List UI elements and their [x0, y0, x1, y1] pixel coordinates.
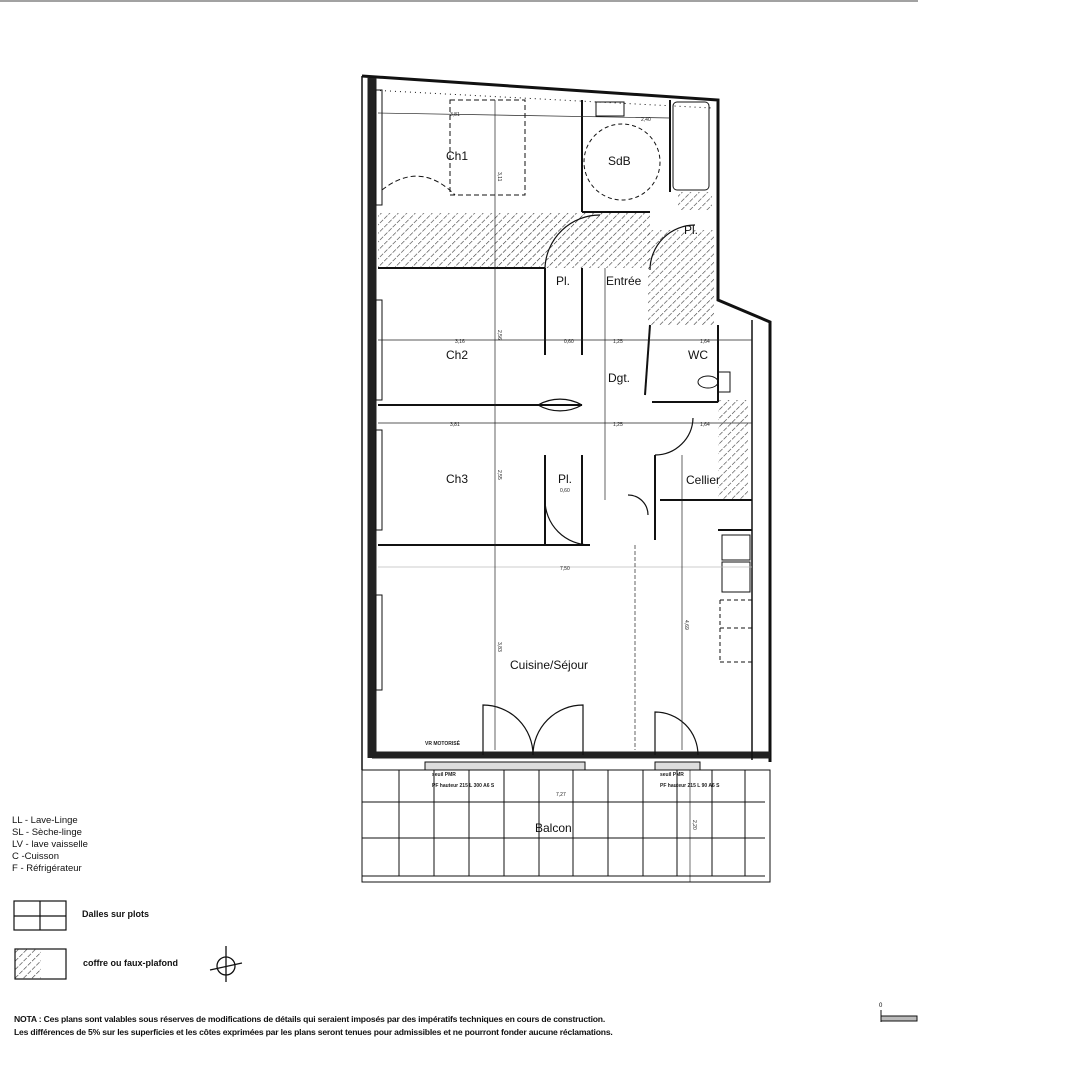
dimension-label: 1,25 — [613, 422, 623, 428]
scale-bar — [880, 1010, 918, 1022]
balcony-slabs — [361, 769, 771, 883]
dimension-label: 3,81 — [450, 422, 460, 428]
dimension-label: 1,64 — [700, 422, 710, 428]
room-label-ch3: Ch3 — [446, 472, 468, 486]
abbreviation-legend: LL - Lave-Linge SL - Sèche-linge LV - la… — [12, 815, 88, 875]
dimension-label: 7,27 — [556, 792, 566, 798]
doors — [482, 214, 699, 756]
legend-coffre-swatch — [14, 948, 67, 980]
dimension-label: 7,50 — [560, 566, 570, 572]
interior-walls — [378, 100, 752, 546]
toilet-icon — [697, 375, 719, 389]
bathtub-icon — [672, 101, 710, 191]
room-label-wc: WC — [688, 348, 708, 362]
legend-coffre-label: coffre ou faux-plafond — [83, 958, 178, 968]
sink-icon — [595, 101, 625, 117]
room-label-ch1: Ch1 — [446, 149, 468, 163]
room-label-ch2: Ch2 — [446, 348, 468, 362]
windows-left — [375, 89, 383, 691]
exterior-walls — [361, 74, 772, 771]
dimension-label: 3,11 — [496, 172, 502, 182]
dimension-label: 0,60 — [560, 488, 570, 494]
legend-item: LL - Lave-Linge — [12, 815, 78, 826]
dimension-label: 4,69 — [683, 620, 689, 630]
dimension-label: 3,83 — [496, 642, 502, 652]
room-label-placard: Pl. — [558, 472, 572, 486]
nota-line: NOTA : Ces plans sont valables sous rése… — [14, 1014, 606, 1024]
legend-dalles-swatch — [13, 900, 67, 931]
room-label-placard: Pl. — [556, 274, 570, 288]
legend-item: SL - Sèche-linge — [12, 827, 82, 838]
annotation-vr-motorise: VR MOTORISÉ — [425, 739, 461, 747]
annotation-seuil: seuil PMR — [432, 772, 456, 778]
room-label-degagement: Dgt. — [608, 371, 630, 385]
room-label-balcon: Balcon — [535, 821, 572, 835]
scale-zero-label: 0 — [879, 1003, 883, 1009]
annotation-window: PF hauteur 215 L 90 A6 S — [660, 783, 720, 789]
cooktop-icon — [721, 561, 751, 593]
nota-line: Les différences de 5% sur les superficie… — [14, 1027, 613, 1037]
dimension-label: 2,20 — [691, 820, 697, 830]
north-arrow-icon — [209, 946, 243, 982]
dimension-label: 3,81 — [450, 112, 460, 118]
dimension-label: 2,56 — [496, 330, 502, 340]
legend-item: C -Cuisson — [12, 851, 59, 862]
legend-item: F - Réfrigérateur — [12, 863, 82, 874]
room-label-entree: Entrée — [606, 274, 642, 288]
dimension-label: 3,16 — [455, 339, 465, 345]
room-label-sejour: Cuisine/Séjour — [510, 658, 588, 672]
legend-dalles-label: Dalles sur plots — [82, 909, 150, 919]
faux-plafond-areas — [378, 192, 748, 500]
dimension-label: 2,40 — [641, 117, 651, 123]
annotation-seuil: seuil PMR — [660, 772, 684, 778]
room-label-cellier: Cellier — [686, 473, 720, 487]
nota-disclaimer: NOTA : Ces plans sont valables sous rése… — [14, 1013, 613, 1039]
room-label-sdb: SdB — [608, 154, 631, 168]
dimension-label: 1,64 — [700, 339, 710, 345]
legend-item: LV - lave vaisselle — [12, 839, 88, 850]
dimension-lines — [377, 100, 752, 750]
annotation-window: PF hauteur 215 L 300 A6 S — [432, 783, 495, 789]
dimension-label: 0,60 — [564, 339, 574, 345]
dimension-label: 2,55 — [496, 470, 502, 480]
fixtures — [381, 99, 752, 663]
dimension-label: 1,25 — [613, 339, 623, 345]
room-label-placard: Pl. — [684, 223, 698, 237]
